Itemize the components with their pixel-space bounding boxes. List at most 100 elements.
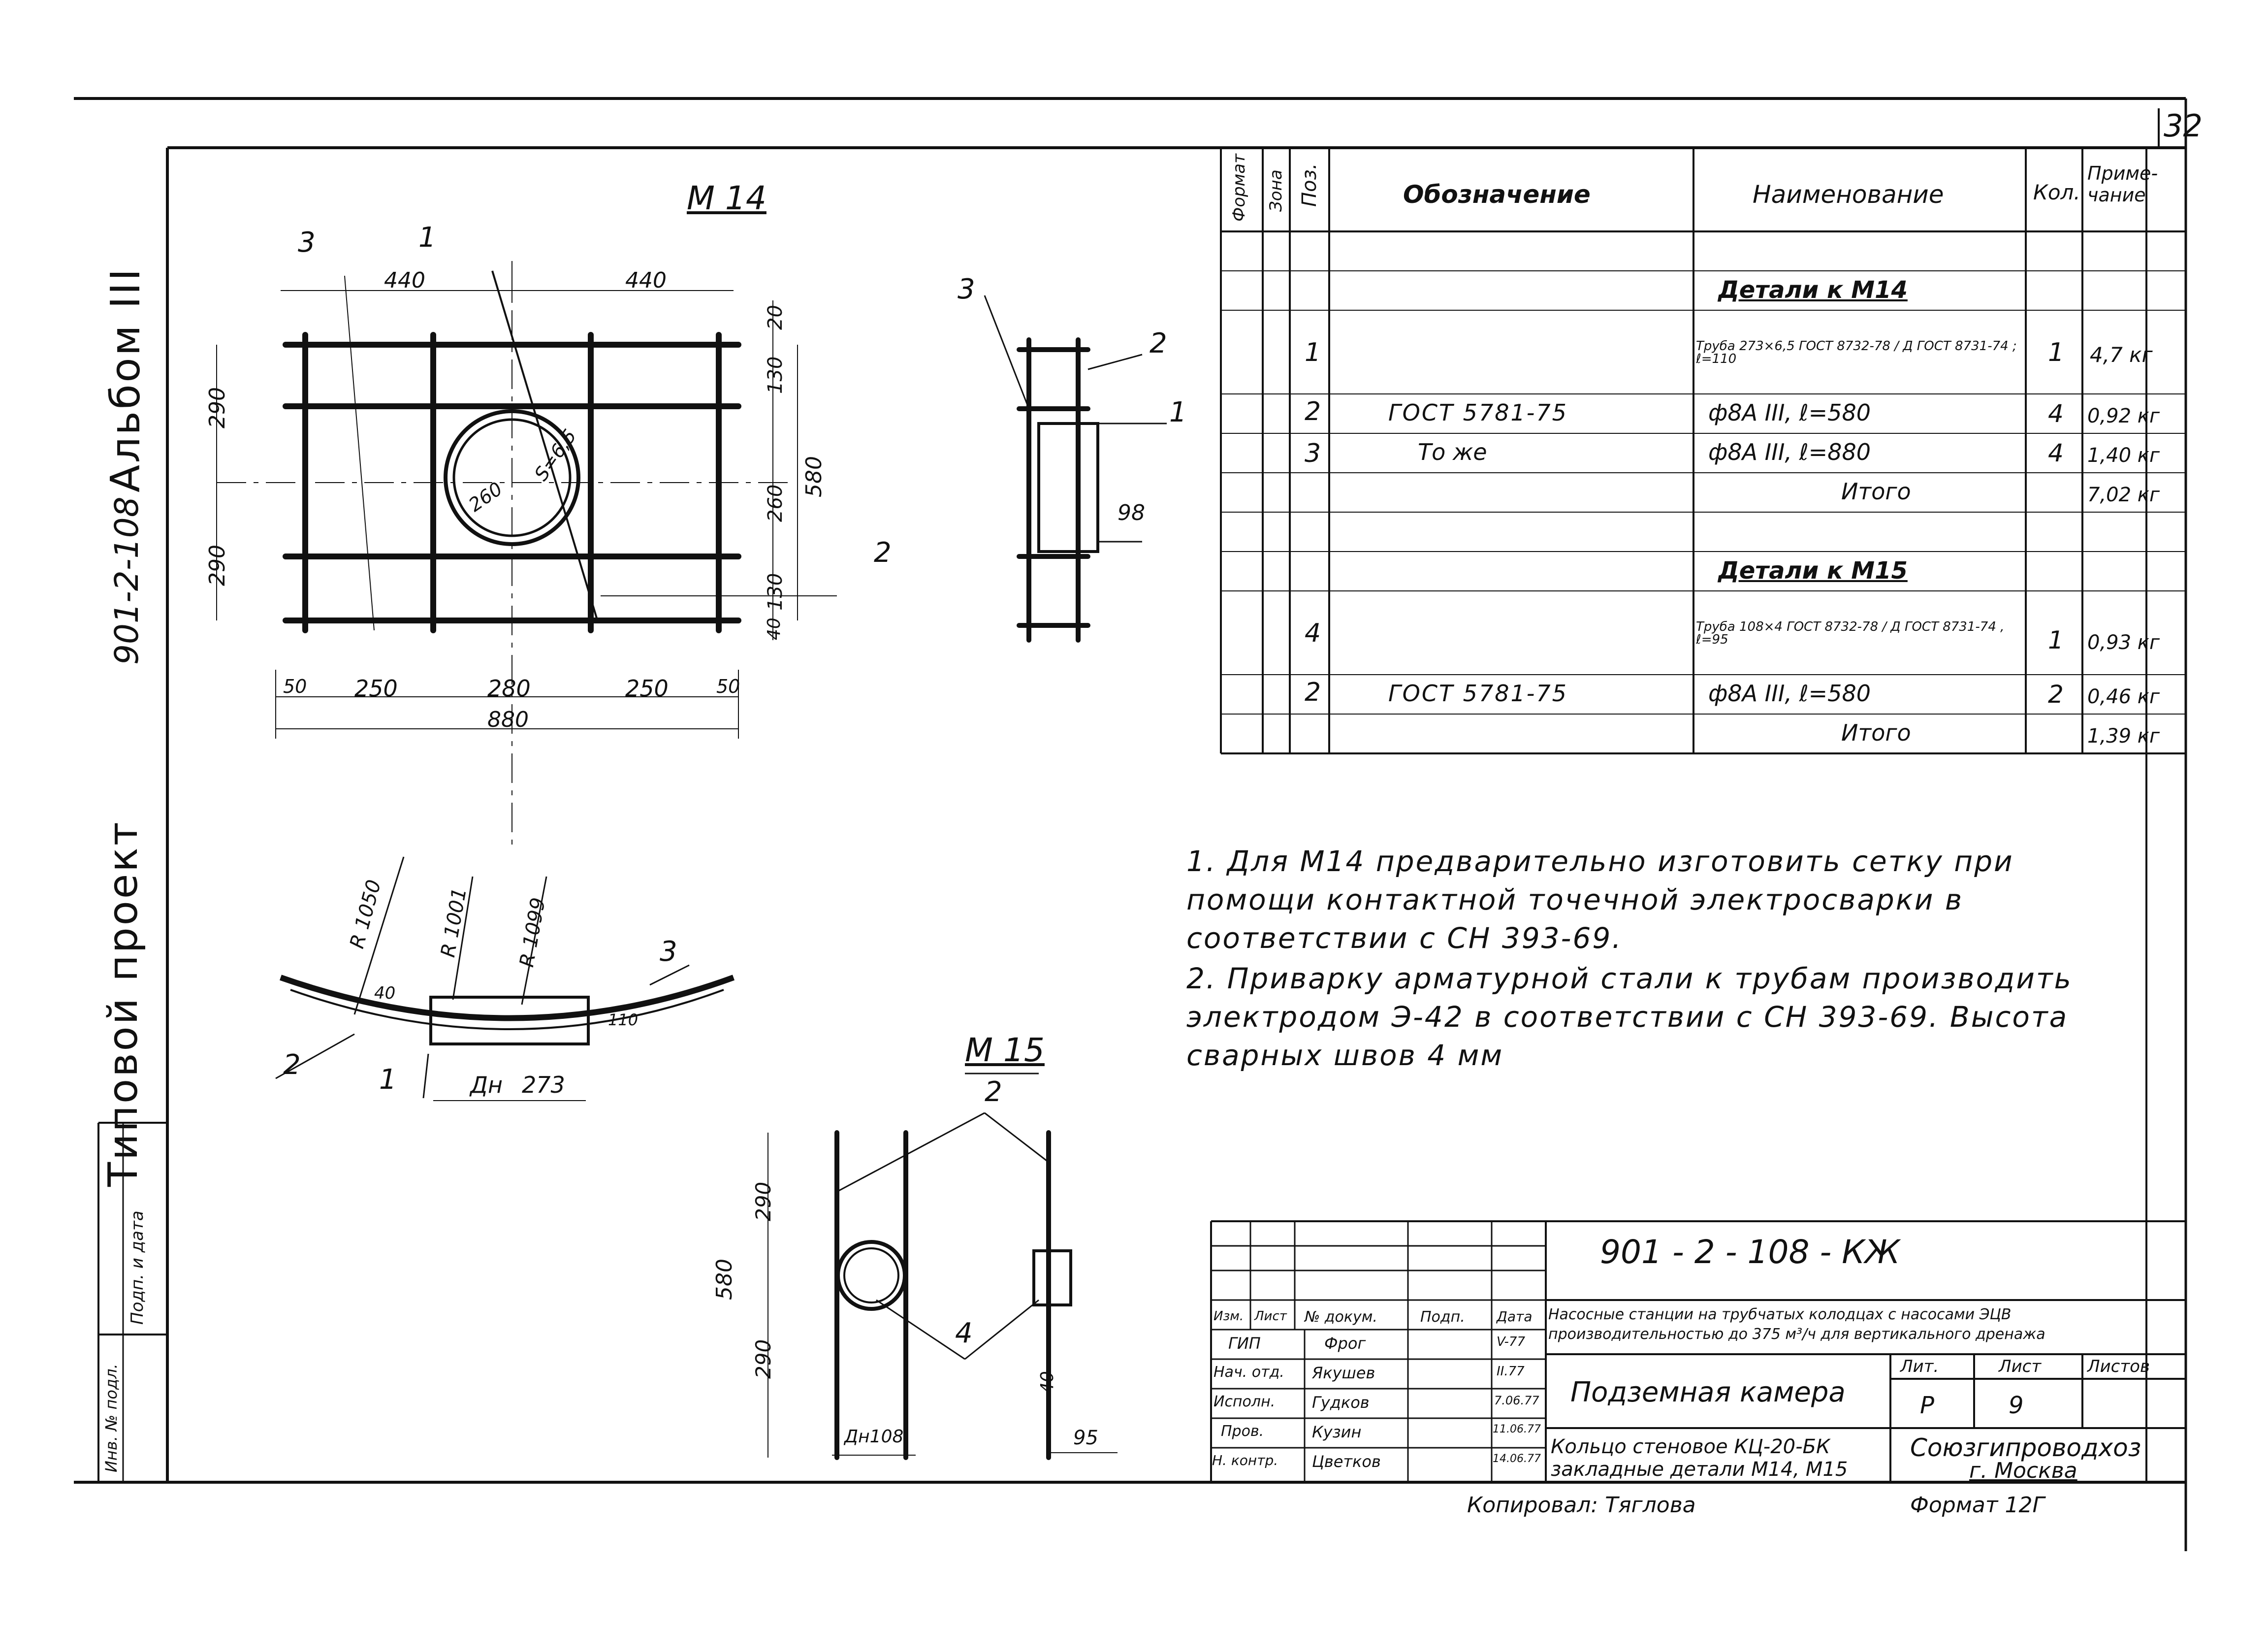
tb-col-date: Дата xyxy=(1497,1308,1533,1325)
spec-section-m14: Детали к М14 xyxy=(1718,276,1908,304)
m14-dim-bot-50l: 50 xyxy=(283,676,307,697)
tb-person-0-date: V-77 xyxy=(1497,1335,1525,1349)
spec-row-8-designation: ГОСТ 5781-75 xyxy=(1388,680,1568,707)
m15-pos4: 4 xyxy=(955,1317,973,1349)
m14-side-pos1: 1 xyxy=(1169,396,1187,428)
tb-person-2-date: 7.06.77 xyxy=(1494,1394,1539,1407)
tb-person-0-name: Фрог xyxy=(1324,1334,1366,1353)
spec-row-1-qty: 1 xyxy=(2048,338,2065,367)
spec-row-8-note: 0,46 кг xyxy=(2087,685,2160,708)
spec-row-7-qty: 1 xyxy=(2048,626,2064,654)
m15-dim-dn: Дн108 xyxy=(844,1427,904,1447)
spec-row-2-qty: 4 xyxy=(2048,399,2064,428)
m14-side-pos3: 3 xyxy=(958,273,975,305)
spec-header-name: Наименование xyxy=(1753,180,1944,209)
spec-row-1-pos: 1 xyxy=(1305,338,1321,367)
m14-arc-d273: 273 xyxy=(522,1072,565,1098)
tb-person-1-name: Якушев xyxy=(1312,1364,1375,1382)
title-block-sheet-label: Лист xyxy=(1999,1357,2042,1376)
title-block-city: г. Москва xyxy=(1969,1458,2077,1483)
spec-row-4-note: 7,02 кг xyxy=(2087,484,2160,506)
note-1: 1. Для М14 предварительно изготовить сет… xyxy=(1186,845,2014,955)
m15-pos2: 2 xyxy=(985,1076,1002,1108)
spec-row-9-total: Итого xyxy=(1841,719,1911,746)
tb-col-sign: Подп. xyxy=(1420,1308,1465,1326)
m14-arc-d110: 110 xyxy=(608,1010,639,1029)
spec-row-3-qty: 4 xyxy=(2048,439,2064,467)
side-album-label: Альбом III xyxy=(102,266,149,492)
m14-dim-bot-50r: 50 xyxy=(716,676,740,697)
tb-person-3-role: Пров. xyxy=(1221,1423,1264,1440)
m15-dim-40: 40 xyxy=(1037,1371,1057,1394)
spec-row-8-qty: 2 xyxy=(2048,680,2064,709)
m15-dim-580: 580 xyxy=(712,1259,737,1300)
spec-row-8-pos: 2 xyxy=(1305,678,1321,707)
m15-dim-95: 95 xyxy=(1073,1427,1098,1449)
spec-section-m15: Детали к М15 xyxy=(1718,557,1908,585)
side-project-label: Типовой проект xyxy=(100,820,147,1187)
tb-person-3-name: Кузин xyxy=(1312,1423,1362,1441)
spec-row-7-note: 0,93 кг xyxy=(2087,631,2160,654)
m14-dim-left-290-bot: 290 xyxy=(205,545,230,586)
side-sign-date-label: Подп. и дата xyxy=(128,1210,147,1325)
m14-arc-pos3: 3 xyxy=(660,936,677,968)
title-block-stage: Р xyxy=(1920,1392,1934,1419)
m15-title: М 15 xyxy=(965,1031,1045,1069)
title-block-sheet-title: Подземная камера xyxy=(1570,1376,1846,1408)
spec-header-note: Приме-чание xyxy=(2087,163,2158,206)
spec-header-format: Формат xyxy=(1229,154,1249,222)
notes: 1. Для М14 предварительно изготовить сет… xyxy=(1186,842,2146,1076)
title-block-stage-label: Лит. xyxy=(1900,1357,1939,1376)
m14-pos1-label: 1 xyxy=(418,222,436,254)
m14-side-dim-98: 98 xyxy=(1118,500,1145,525)
m14-pos2-label: 2 xyxy=(874,537,892,569)
spec-row-2-name: ф8А III, ℓ=580 xyxy=(1708,399,1871,426)
tb-col-izm: Изм. xyxy=(1214,1309,1244,1324)
spec-header-qty: Кол. xyxy=(2033,180,2080,204)
note-2: 2. Приварку арматурной стали к трубам пр… xyxy=(1186,962,2073,1072)
title-block-project-name: Насосные станции на трубчатых колодцах с… xyxy=(1548,1306,2045,1343)
m14-dim-left-290-top: 290 xyxy=(205,387,230,428)
title-block-org: Союзгипроводхоз xyxy=(1910,1433,2141,1462)
spec-row-3-pos: 3 xyxy=(1305,439,1321,468)
tb-col-list: Лист xyxy=(1254,1309,1287,1324)
m14-dim-right-20: 20 xyxy=(764,305,787,330)
spec-row-9-note: 1,39 кг xyxy=(2087,725,2160,748)
title-block-format: Формат 12Г xyxy=(1910,1493,2045,1518)
side-inv-label: Инв. № подл. xyxy=(102,1364,121,1472)
tb-person-3-date: 11.06.77 xyxy=(1493,1423,1541,1435)
spec-row-3-name: ф8А III, ℓ=880 xyxy=(1708,439,1871,465)
spec-row-7-name: Труба 108×4 ГОСТ 8732-78 / Д ГОСТ 8731-7… xyxy=(1696,619,2005,647)
m14-dim-bot-250l: 250 xyxy=(354,675,398,702)
m14-arc-pos2: 2 xyxy=(283,1049,301,1081)
m14-dim-bot-250r: 250 xyxy=(625,675,669,702)
m14-side-pos2: 2 xyxy=(1150,327,1167,359)
m14-dim-bot-280: 280 xyxy=(487,675,531,702)
spec-row-4-total: Итого xyxy=(1841,478,1911,505)
spec-row-2-pos: 2 xyxy=(1305,397,1321,426)
tb-person-1-date: II.77 xyxy=(1497,1364,1525,1379)
tb-person-2-role: Исполн. xyxy=(1214,1393,1276,1410)
m14-dim-top-right: 440 xyxy=(625,268,667,293)
spec-row-2-designation: ГОСТ 5781-75 xyxy=(1388,399,1568,426)
spec-header-zone: Зона xyxy=(1266,169,1286,212)
side-code-label: 901-2-108 xyxy=(108,496,146,665)
m14-arc-pos1: 1 xyxy=(379,1064,397,1096)
title-block-sheets-label: Листов xyxy=(2087,1357,2150,1376)
m15-dim-290-bot: 290 xyxy=(751,1339,775,1379)
m14-dim-right-130-top: 130 xyxy=(764,356,787,394)
m14-dim-right-130-bot: 130 xyxy=(764,573,787,611)
m14-dim-right-260: 260 xyxy=(764,484,787,522)
tb-person-2-name: Гудков xyxy=(1312,1393,1370,1412)
sheet-number: 32 xyxy=(2164,108,2203,144)
m14-title: М 14 xyxy=(687,179,767,217)
m14-dim-right-40: 40 xyxy=(764,618,784,640)
spec-row-8-name: ф8А III, ℓ=580 xyxy=(1708,680,1871,707)
m14-pos3-label: 3 xyxy=(298,227,316,259)
spec-row-2-note: 0,92 кг xyxy=(2087,405,2160,427)
spec-row-3-note: 1,40 кг xyxy=(2087,444,2160,467)
tb-person-4-date: 14.06.77 xyxy=(1493,1453,1541,1465)
title-block-copied: Копировал: Тяглова xyxy=(1467,1493,1696,1518)
title-block-code: 901 - 2 - 108 - КЖ xyxy=(1600,1233,1900,1271)
